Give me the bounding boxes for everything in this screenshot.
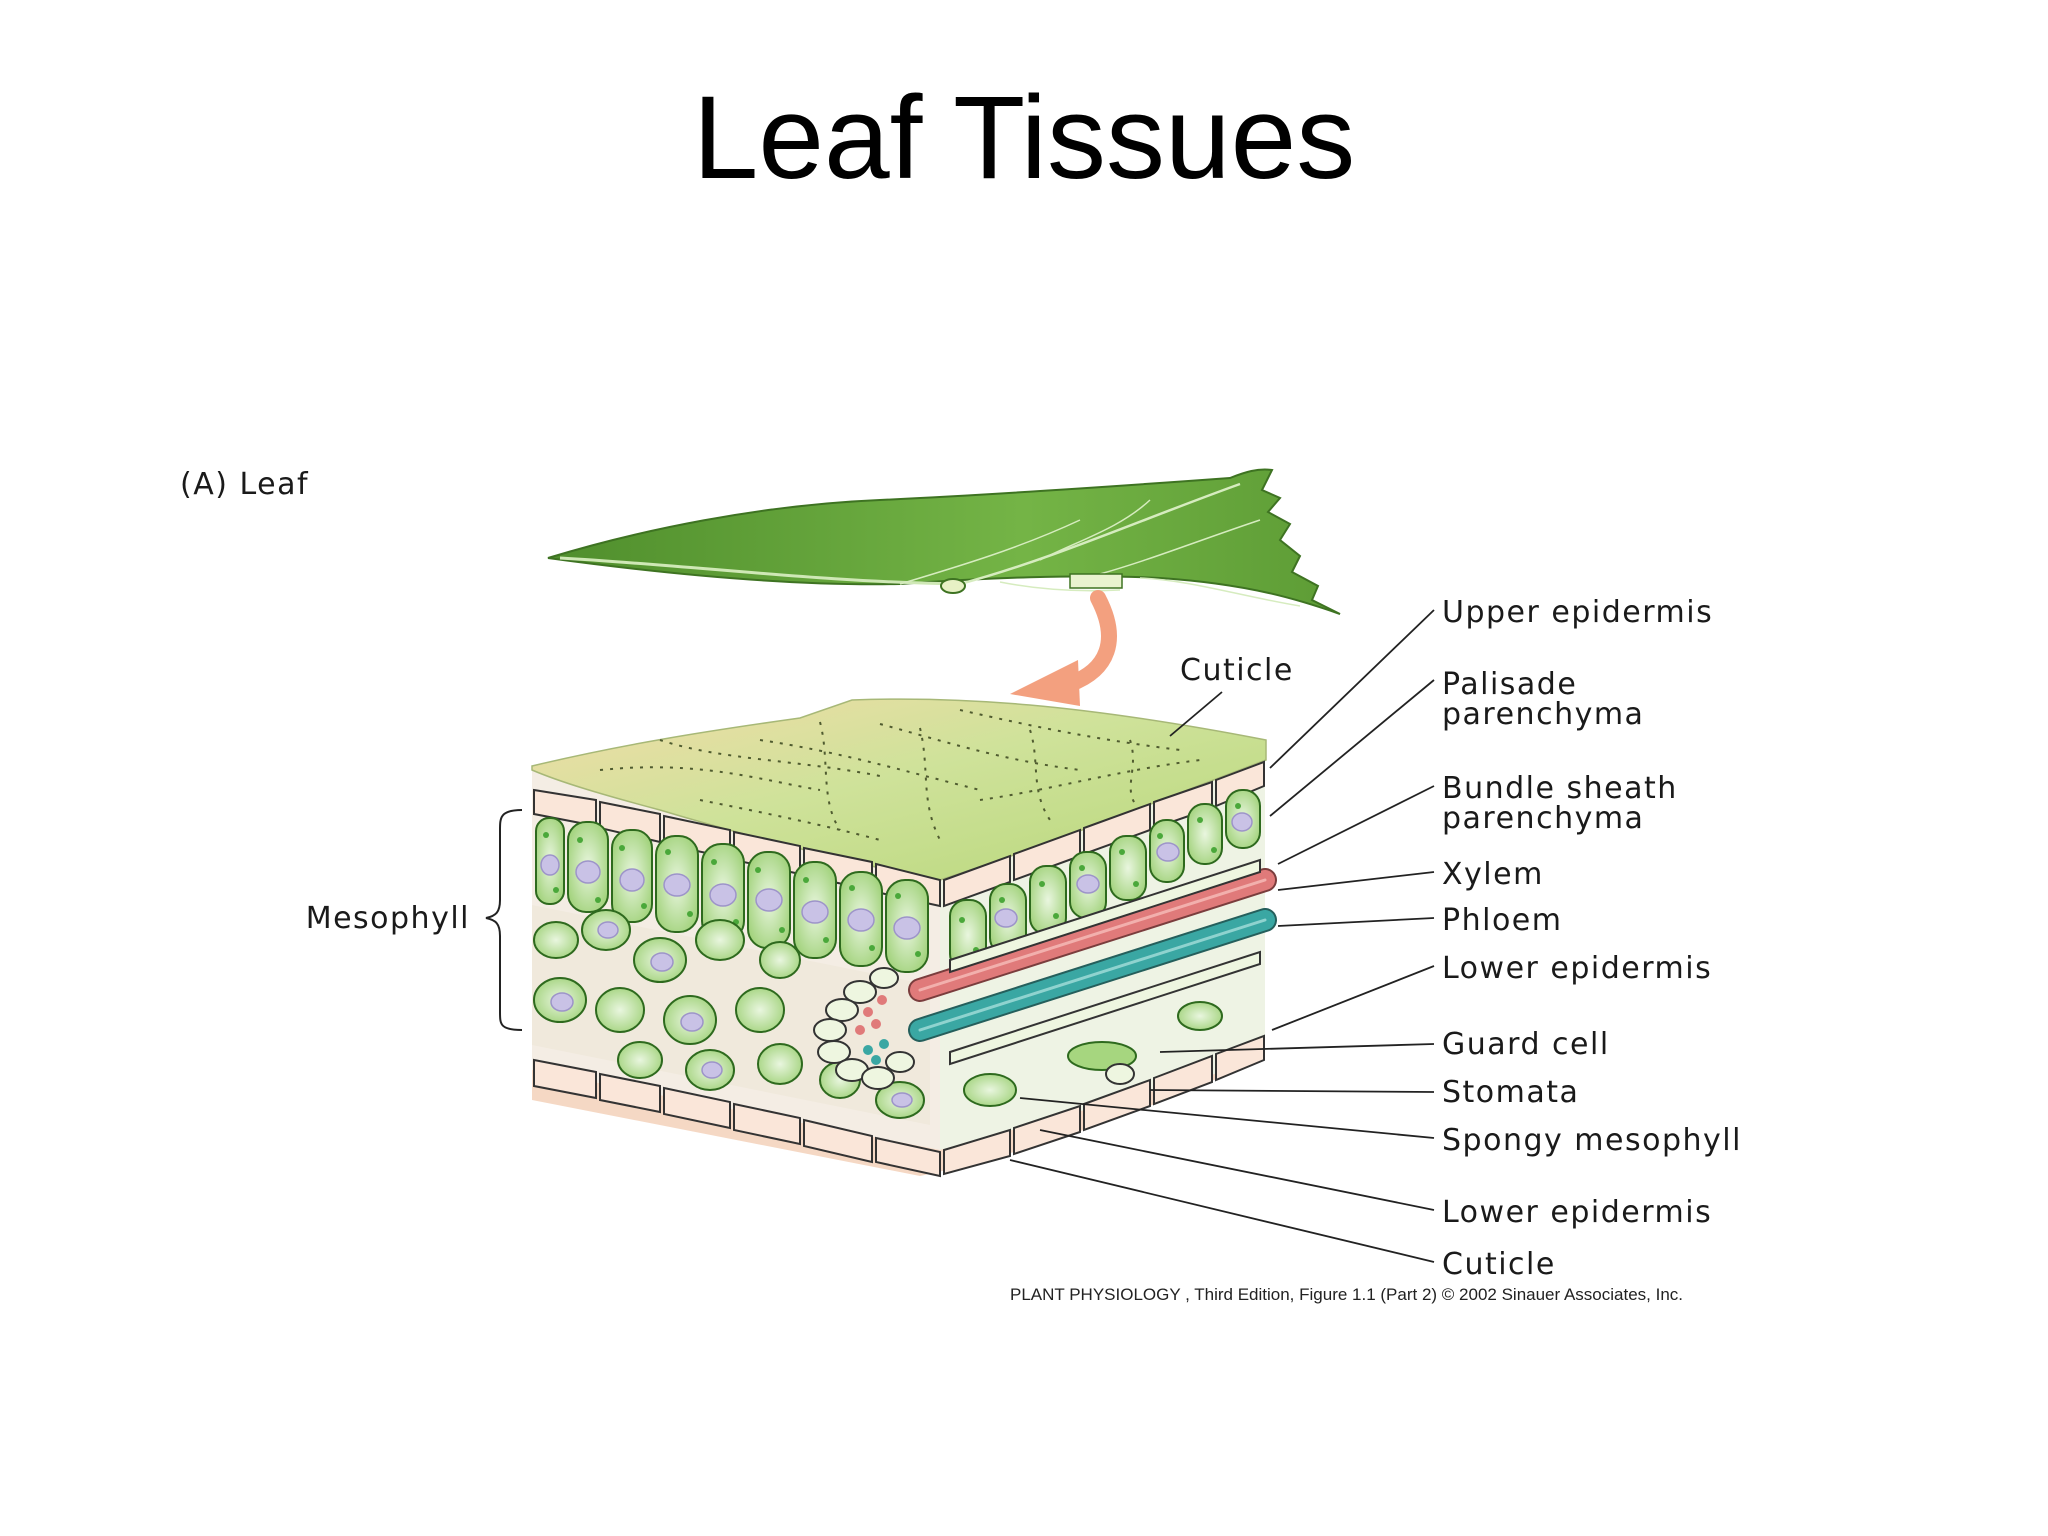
panel-label: (A) Leaf bbox=[180, 467, 309, 502]
label-palisade-line2: parenchyma bbox=[1442, 697, 1644, 732]
label-bundle-sheath-line2: parenchyma bbox=[1442, 801, 1644, 836]
figure-credit: PLANT PHYSIOLOGY , Third Edition, Figure… bbox=[1010, 1285, 1683, 1304]
top-cuticle-label: Cuticle bbox=[1180, 653, 1294, 688]
label-lower-epidermis: Lower epidermis bbox=[1442, 1195, 1712, 1230]
stomata bbox=[1067, 1041, 1137, 1085]
slide-title: Leaf Tissues bbox=[692, 72, 1356, 204]
label-phloem: Phloem bbox=[1442, 903, 1562, 938]
mesophyll-label: Mesophyll bbox=[306, 901, 470, 936]
label-stomata: Stomata bbox=[1442, 1075, 1579, 1110]
label-xylem: Xylem bbox=[1442, 857, 1544, 892]
spongy-cells bbox=[533, 909, 1223, 1119]
label-palisade-line1: Palisade bbox=[1442, 667, 1577, 702]
leaf-block bbox=[531, 698, 1277, 1178]
label-bundle-sheath-line1: Bundle sheath bbox=[1442, 771, 1678, 806]
label-cuticle: Cuticle bbox=[1442, 1247, 1556, 1282]
label-guard-cell: Guard cell bbox=[1442, 1027, 1610, 1062]
leader-lines bbox=[1009, 609, 1435, 1263]
vascular-bundle bbox=[908, 868, 1277, 1042]
mesophyll-brace bbox=[485, 809, 523, 1031]
leaf-illustration bbox=[547, 468, 1341, 615]
label-upper-epidermis: Upper epidermis bbox=[1442, 595, 1713, 630]
tissue-labels: Upper epidermis Palisade parenchyma Bund… bbox=[1442, 595, 1742, 1282]
label-lower-epidermis-upper: Lower epidermis bbox=[1442, 951, 1712, 986]
palisade-cells bbox=[535, 789, 1261, 973]
cut-arrow bbox=[1010, 590, 1117, 706]
label-spongy-mesophyll: Spongy mesophyll bbox=[1442, 1123, 1742, 1158]
